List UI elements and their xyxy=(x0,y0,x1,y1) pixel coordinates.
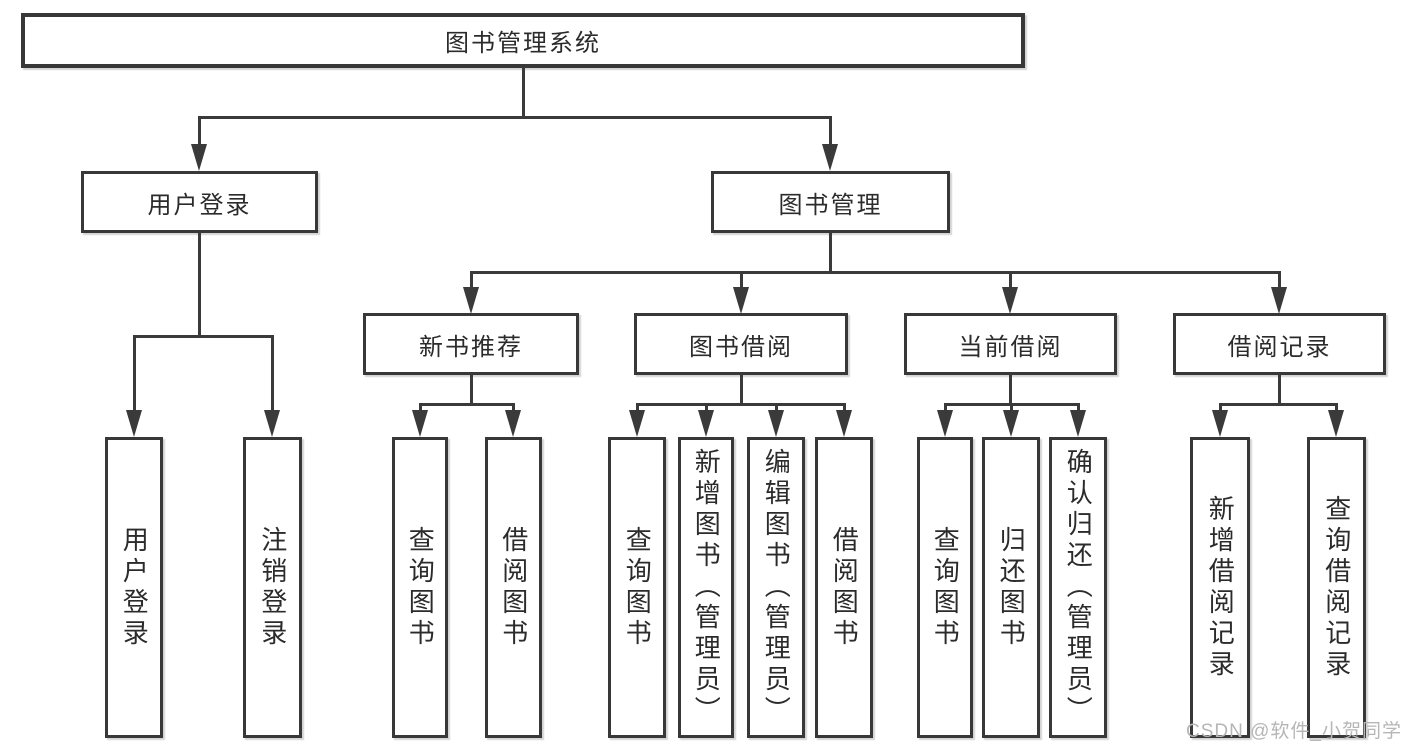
arrowhead-down-icon xyxy=(1328,410,1344,437)
connector-line xyxy=(944,403,947,413)
connector-line xyxy=(1077,403,1080,413)
leaf-add-borrow-record: 新增借阅记录 xyxy=(1190,437,1250,738)
node-book-borrow: 图书借阅 xyxy=(634,313,848,375)
leaf-user-login: 用户登录 xyxy=(105,437,163,738)
leaf-borrow-books-recommend: 借阅图书 xyxy=(485,437,542,738)
arrowhead-down-icon xyxy=(1003,410,1019,437)
leaf-query-borrow-record: 查询借阅记录 xyxy=(1307,437,1366,738)
arrowhead-down-icon xyxy=(412,410,428,437)
connector-line xyxy=(198,233,201,336)
node-user-login-group: 用户登录 xyxy=(81,171,318,233)
arrowhead-down-icon xyxy=(937,410,953,437)
arrowhead-down-icon xyxy=(733,287,749,314)
connector-line xyxy=(1335,403,1338,413)
arrowhead-down-icon xyxy=(1271,287,1287,314)
connector-line xyxy=(1219,403,1222,413)
leaf-label: 新增图书（管理员） xyxy=(691,448,722,727)
leaf-label: 新增借阅记录 xyxy=(1205,494,1236,681)
arrowhead-down-icon xyxy=(126,410,142,437)
leaf-borrow-books: 借阅图书 xyxy=(815,437,873,738)
node-current-borrow: 当前借阅 xyxy=(904,313,1117,375)
node-label: 图书管理系统 xyxy=(445,30,601,57)
node-new-book-recommend: 新书推荐 xyxy=(363,313,579,375)
connector-line xyxy=(843,403,846,413)
node-label: 图书管理 xyxy=(778,191,883,219)
leaf-label: 查询图书 xyxy=(930,525,961,650)
node-borrow-records: 借阅记录 xyxy=(1173,313,1386,375)
connector-line xyxy=(133,335,274,338)
node-label: 新书推荐 xyxy=(419,333,523,361)
connector-line xyxy=(1010,403,1013,413)
connector-line xyxy=(198,116,201,148)
arrowhead-down-icon xyxy=(264,410,280,437)
connector-line xyxy=(829,116,832,148)
connector-line xyxy=(1009,271,1012,289)
leaf-query-books-borrow: 查询图书 xyxy=(608,437,666,738)
connector-line xyxy=(1278,375,1281,405)
connector-line xyxy=(636,403,846,406)
connector-line xyxy=(829,233,832,273)
connector-line xyxy=(470,271,473,289)
connector-line xyxy=(470,375,473,405)
node-label: 借阅记录 xyxy=(1227,333,1332,361)
connector-line xyxy=(198,116,832,119)
node-book-management: 图书管理 xyxy=(711,171,950,233)
connector-line xyxy=(636,403,639,413)
node-label: 当前借阅 xyxy=(958,333,1063,361)
leaf-add-book-admin: 新增图书（管理员） xyxy=(678,437,734,738)
connector-line xyxy=(512,403,515,413)
arrowhead-down-icon xyxy=(1002,287,1018,314)
leaf-logout: 注销登录 xyxy=(243,437,302,738)
arrowhead-down-icon xyxy=(191,144,207,171)
connector-line xyxy=(775,403,778,413)
connector-line xyxy=(522,68,525,118)
arrowhead-down-icon xyxy=(822,144,838,171)
connector-line xyxy=(419,403,515,406)
leaf-confirm-return-admin: 确认归还（管理员） xyxy=(1049,437,1107,738)
connector-line xyxy=(1009,375,1012,405)
node-label: 用户登录 xyxy=(147,191,252,219)
leaf-label: 借阅图书 xyxy=(498,525,529,650)
arrowhead-down-icon xyxy=(463,287,479,314)
connector-line xyxy=(1219,403,1338,406)
leaf-label: 查询图书 xyxy=(405,525,436,650)
leaf-label: 确认归还（管理员） xyxy=(1063,448,1094,727)
node-library-system: 图书管理系统 xyxy=(21,13,1025,68)
connector-line xyxy=(271,335,274,412)
node-label: 图书借阅 xyxy=(689,333,793,361)
leaf-edit-book-admin: 编辑图书（管理员） xyxy=(747,437,805,738)
arrowhead-down-icon xyxy=(1070,410,1086,437)
leaf-return-book: 归还图书 xyxy=(982,437,1040,738)
connector-line xyxy=(740,375,743,405)
arrowhead-down-icon xyxy=(836,410,852,437)
leaf-query-books-current: 查询图书 xyxy=(917,437,973,738)
leaf-label: 查询借阅记录 xyxy=(1321,494,1352,681)
leaf-label: 用户登录 xyxy=(119,525,150,650)
leaf-label: 编辑图书（管理员） xyxy=(761,448,792,727)
connector-line xyxy=(419,403,422,413)
connector-line xyxy=(705,403,708,413)
leaf-label: 归还图书 xyxy=(996,525,1027,650)
leaf-query-books-recommend: 查询图书 xyxy=(392,437,448,738)
arrowhead-down-icon xyxy=(505,410,521,437)
connector-line xyxy=(1278,271,1281,289)
arrowhead-down-icon xyxy=(698,410,714,437)
connector-line xyxy=(133,335,136,412)
connector-line xyxy=(740,271,743,289)
connector-line xyxy=(470,271,1280,274)
leaf-label: 查询图书 xyxy=(622,525,653,650)
arrowhead-down-icon xyxy=(768,410,784,437)
leaf-label: 注销登录 xyxy=(257,525,288,650)
arrowhead-down-icon xyxy=(1212,410,1228,437)
leaf-label: 借阅图书 xyxy=(829,525,860,650)
watermark: CSDN @软件_小贺同学 xyxy=(1186,721,1402,742)
arrowhead-down-icon xyxy=(629,410,645,437)
